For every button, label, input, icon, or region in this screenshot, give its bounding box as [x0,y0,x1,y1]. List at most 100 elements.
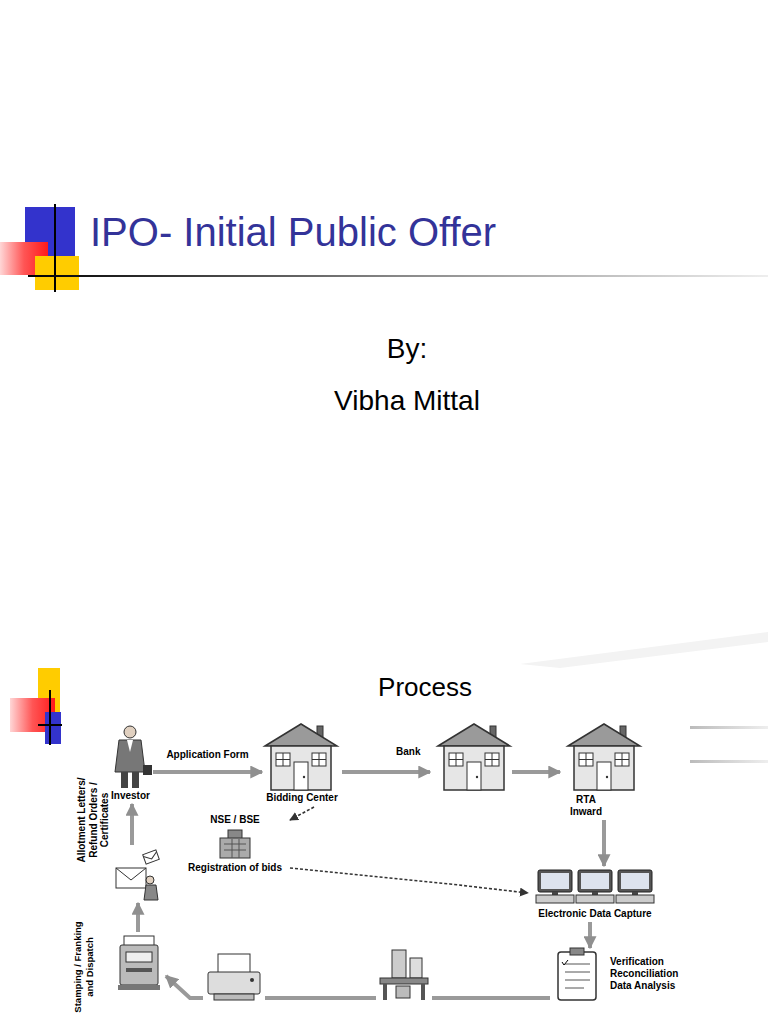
slide-decoration-part [54,204,56,292]
investor-icon-part [124,726,136,738]
node-label: RTA Inward [560,794,612,818]
arrow-label: Application Form [165,749,249,761]
flow-arrow [153,770,262,774]
office-desk-icon [376,944,432,1004]
node-label: Allotment Letters/ Refund Orders / Certi… [76,764,111,876]
exchange-building-icon-part [224,844,246,845]
clipboard-icon [558,948,596,1000]
illustration-layer-part [616,870,654,903]
dashed-arrow [290,807,314,820]
node-sublabel: Registration of bids [180,862,290,874]
exchange-building-icon-part [220,838,250,858]
investor-icon-part [121,772,128,788]
office-desk-icon-part [410,958,422,978]
slide-decoration-part [28,275,768,277]
author-name: Vibha Mittal [334,384,480,418]
flow-arrow [602,820,606,866]
dispatch-letter-icon-part [143,850,160,864]
clipboard-icon-part [570,948,584,955]
illustration-layer-part [438,724,510,790]
dispatch-letter-icon-part [116,868,146,880]
dispatch-letter-icon-part [144,885,158,900]
office-desk-icon-part [376,944,432,1004]
flow-arrow [166,976,550,998]
slide-decoration-part [38,724,62,726]
exchange-building-icon-part [239,839,240,858]
author-label: By: [387,332,427,366]
investor-icon-part [127,740,133,752]
exchange-building-icon-part [232,839,233,858]
clipboard-icon-part [562,960,568,965]
slide-decoration-part [25,207,75,257]
verification-node: Verification Reconciliation Data Analysi… [550,948,694,1004]
slide-decoration-part [45,712,61,744]
flow-arrow [130,804,134,845]
node-label: Verification Reconciliation Data Analysi… [608,956,694,992]
slide-heading: Process [378,672,472,703]
node-label: Bidding Center [262,792,342,804]
investor-node: Investor [108,722,153,804]
printer-icon [203,948,265,1004]
investor-icon-part [143,765,152,775]
franking-machine-icon-part [118,985,160,990]
franking-machine-icon-part [124,936,154,946]
clipboard-icon-part [565,972,590,973]
node-label: Electronic Data Capture [528,908,662,920]
dispatch-letter-icon-part [146,876,154,884]
data-capture-node: Electronic Data Capture [528,866,662,922]
printer-icon-part [250,978,254,982]
dispatch-letter-icon-part [143,852,158,861]
printer-icon-part [218,954,250,974]
printer-icon-part [208,972,260,994]
office-desk-icon-part [383,984,387,1000]
flow-arrow [512,770,560,774]
dispatch-node: Stamping / Franking and Dispatch [118,932,166,990]
clipboard-icon-part [565,980,590,981]
slide-decoration-part [49,690,51,745]
slide-decoration-part [38,668,60,712]
illustration-layer-part [568,724,640,790]
illustration-layer-part [536,870,574,903]
dispatch-letter-icon-part [116,868,146,888]
node-label: Bank [396,746,420,758]
illustration-layer-part [265,724,337,790]
clipboard-icon-part [565,964,590,965]
bidding-center-node: Bidding Center [262,720,342,806]
exchange-building-icon-part [224,850,246,851]
exchange-building-icon-part [228,830,242,839]
printer-icon-part [214,994,254,1000]
slide-decoration-part [520,632,768,668]
franking-machine-icon-part [126,952,152,962]
slide-title: IPO- Initial Public Offer [90,208,496,256]
allotment-node: Allotment Letters/ Refund Orders / Certi… [112,845,162,903]
clipboard-icon-part [565,988,584,989]
exchange-node: NSE / BSE Registration of bids [180,814,290,876]
investor-icon [115,726,152,788]
slide-decoration-part [0,242,48,275]
office-desk-icon-part [396,986,410,998]
slide-decoration-part [35,256,79,290]
franking-machine-icon-part [126,968,152,972]
slide-decoration [10,632,768,763]
bank-node: Bank [430,722,512,792]
slide-decoration [0,204,768,292]
slide-decoration-part [10,698,55,732]
node-label: Investor [108,790,153,802]
investor-icon-part [115,740,145,772]
office-desk-icon-part [392,950,406,978]
slide-decoration-part [690,760,768,763]
exchange-building-icon [220,830,250,858]
franking-machine-icon-part [120,945,158,985]
flow-arrow [588,922,592,948]
node-label: Stamping / Franking and Dispatch [72,914,95,1020]
rta-inward-node: RTA Inward [560,720,648,820]
node-label: NSE / BSE [180,814,290,826]
slide-decoration-part [690,726,768,729]
flow-arrow [342,770,430,774]
dashed-arrow [290,868,528,893]
printer-icon-part [203,948,265,1004]
